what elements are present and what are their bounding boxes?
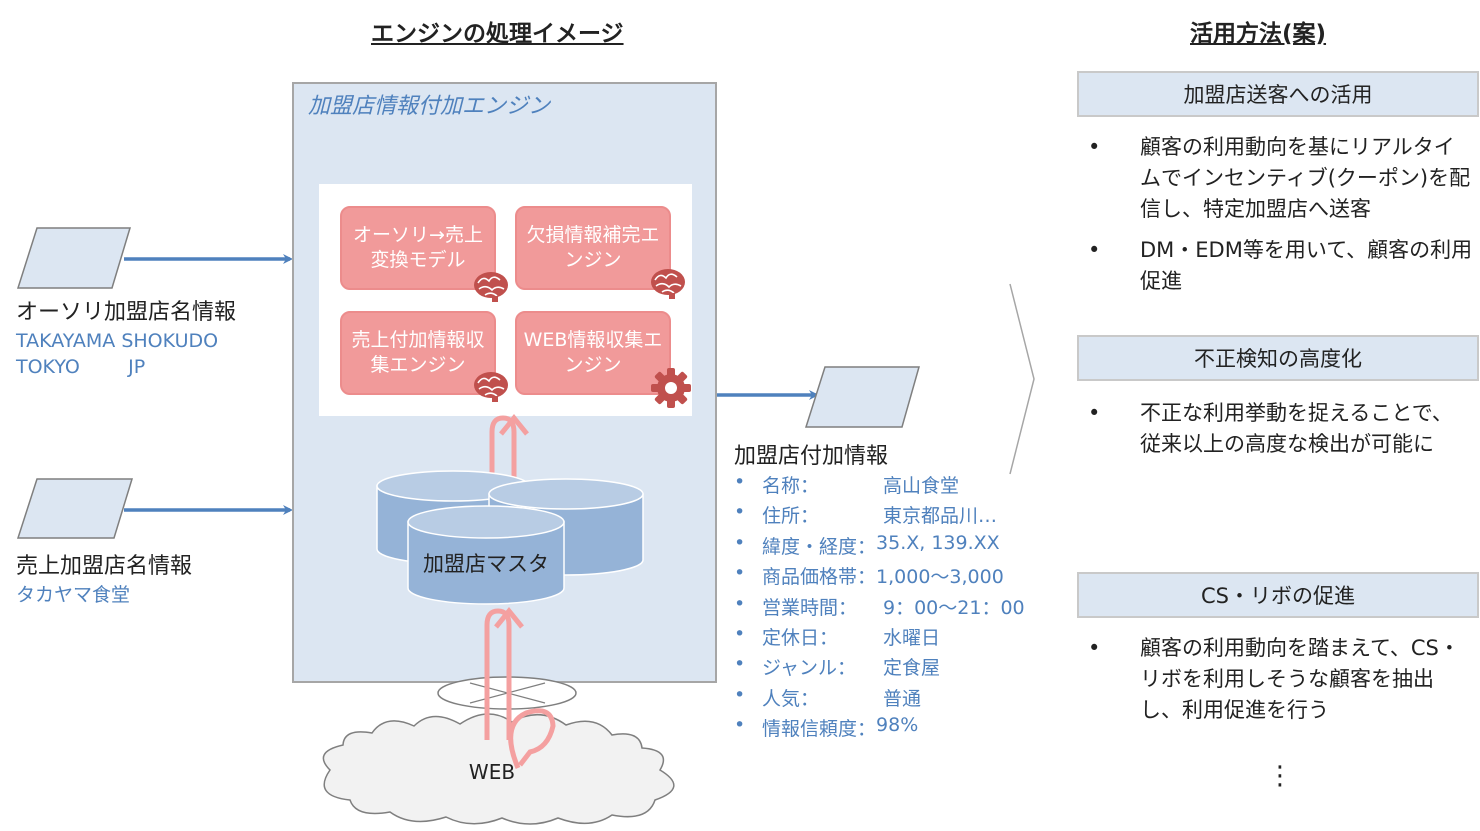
input-shape-sales (16, 478, 134, 539)
list-item: • 情報信頼度：98% (734, 714, 1025, 744)
output-title: 加盟店付加情報 (734, 444, 889, 469)
info-value: 9：00～21：00 (883, 596, 1025, 619)
list-item: • 顧客の利用動向を踏まえて、CS・リボを利用しそうな顧客を抽出し、利用促進を行う (1088, 633, 1473, 726)
info-value: 普通 (883, 687, 922, 710)
bullet-text: 不正な利用挙動を捉えることで、従来以上の高度な検出が可能に (1140, 401, 1453, 456)
list-item: • 人気： 普通 (734, 684, 1025, 714)
output-shape (804, 366, 920, 428)
engine-title: 加盟店情報付加エンジン (308, 94, 551, 119)
output-info-list: •名称：高山食堂 •住所：東京都品川… •緯度・経度：35.X, 139.XX … (734, 471, 1025, 745)
brain-icon (474, 372, 508, 402)
arrow-web-to-db (484, 608, 512, 740)
input-shape-authorization (16, 227, 132, 289)
more-ellipsis: ⋮ (1267, 761, 1293, 791)
info-key: 定休日： (762, 626, 839, 649)
bullet: • (734, 653, 746, 676)
gear-icon (651, 368, 691, 408)
bullet: • (734, 531, 746, 554)
database-label: 加盟店マスタ (423, 552, 549, 576)
info-key: 住所： (762, 505, 820, 528)
info-value: 35.X, 139.XX (876, 531, 1000, 554)
module-label: WEB情報収集エンジン (523, 329, 663, 376)
module-authorization-to-sales: オーソリ→売上変換モデル (340, 206, 496, 290)
info-key: ジャンル： (762, 657, 857, 680)
list-item: • 住所： 東京都品川… (734, 501, 1025, 531)
use-bullets-cs-revolving: • 顧客の利用動向を踏まえて、CS・リボを利用しそうな顧客を抽出し、利用促進を行う (1088, 633, 1473, 736)
info-value: 東京都品川… (883, 505, 998, 528)
use-heading-fraud-detection: 不正検知の高度化 (1077, 335, 1479, 381)
bullet: • (734, 714, 746, 737)
bullet-text: 顧客の利用動向を踏まえて、CS・リボを利用しそうな顧客を抽出し、利用促進を行う (1140, 636, 1460, 722)
bullet: • (734, 592, 746, 615)
info-key: 商品価格帯： (762, 566, 877, 589)
bullet: • (1088, 401, 1101, 425)
brain-icon (651, 269, 685, 299)
bullet: • (734, 471, 746, 493)
bullet-text: DM・EDM等を用いて、顧客の利用促進 (1140, 238, 1473, 293)
info-value: 水曜日 (883, 626, 941, 649)
input-example-authorization: TAKAYAMA SHOKUDO TOKYO JP (16, 330, 219, 378)
list-item: • 顧客の利用動向を基にリアルタイムでインセンティブ(クーポン)を配信し、特定加盟… (1088, 132, 1473, 225)
arrow-web-loop (508, 708, 556, 769)
use-bullets-customer-referral: • 顧客の利用動向を基にリアルタイムでインセンティブ(クーポン)を配信し、特定加盟… (1088, 132, 1473, 307)
info-value: 1,000～3,000 (876, 566, 1004, 589)
info-key: 情報信頼度： (762, 718, 877, 741)
web-cloud-icon (322, 713, 675, 825)
bullet: • (734, 622, 746, 645)
input-label-authorization: オーソリ加盟店名情報 (16, 300, 237, 325)
arrow-db-to-modules (489, 415, 517, 478)
bullet: • (1088, 135, 1101, 159)
module-web-info-collection: WEB情報収集エンジン (515, 311, 671, 395)
module-sales-info-collection: 売上付加情報収集エンジン (340, 311, 496, 395)
list-item: • ジャンル： 定食屋 (734, 653, 1025, 683)
module-label: 欠損情報補完エンジン (526, 224, 660, 271)
list-item: • 緯度・経度：35.X, 139.XX (734, 532, 1025, 562)
info-value: 定食屋 (883, 657, 941, 680)
info-key: 人気： (762, 687, 820, 710)
diagram-title: エンジンの処理イメージ (371, 21, 624, 47)
bullet: • (734, 501, 746, 524)
info-key: 名称： (762, 475, 820, 497)
info-key: 緯度・経度： (762, 535, 877, 558)
input-example-sales: タカヤマ食堂 (16, 584, 131, 606)
bullet: • (734, 683, 746, 706)
bullet: • (1088, 636, 1101, 660)
web-label: WEB (468, 760, 516, 784)
bullet-text: 顧客の利用動向を基にリアルタイムでインセンティブ(クーポン)を配信し、特定加盟店… (1140, 135, 1471, 221)
chevron-divider (1009, 283, 1035, 475)
use-bullets-fraud-detection: • 不正な利用挙動を捉えることで、従来以上の高度な検出が可能に (1088, 398, 1473, 470)
use-heading-customer-referral: 加盟店送客への活用 (1077, 71, 1479, 117)
brain-icon (474, 272, 508, 302)
input-label-sales: 売上加盟店名情報 (16, 554, 193, 579)
bullet: • (1088, 238, 1101, 262)
uses-title: 活用方法(案) (1190, 21, 1327, 47)
list-item: • 不正な利用挙動を捉えることで、従来以上の高度な検出が可能に (1088, 398, 1473, 460)
database-cylinder-front (407, 505, 565, 605)
info-key: 営業時間： (762, 596, 858, 619)
module-missing-info-completion: 欠損情報補完エンジン (515, 206, 671, 290)
info-value: 98% (876, 714, 919, 737)
list-item: • DM・EDM等を用いて、顧客の利用促進 (1088, 235, 1473, 297)
list-item: • 定休日： 水曜日 (734, 623, 1025, 653)
module-label: 売上付加情報収集エンジン (351, 329, 485, 376)
list-item: • 商品価格帯：1,000～3,000 (734, 562, 1025, 592)
module-label: オーソリ→売上変換モデル (353, 224, 483, 271)
list-item: • 営業時間： 9：00～21：00 (734, 593, 1025, 623)
use-heading-cs-revolving: CS・リボの促進 (1077, 572, 1479, 618)
bullet: • (734, 562, 746, 585)
info-value: 高山食堂 (883, 475, 960, 497)
list-item: • 名称： 高山食堂 (734, 471, 1025, 501)
